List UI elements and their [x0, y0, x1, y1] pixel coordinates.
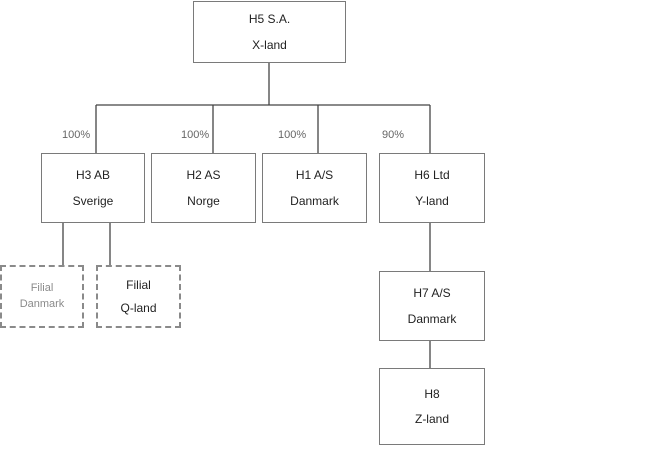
ownership-h6: 90%	[382, 129, 405, 141]
entity-name: H3 AB	[75, 168, 111, 183]
entity-country: X-land	[252, 37, 287, 52]
entity-name: H8	[424, 386, 440, 401]
entity-h6: H6 Ltd Y-land	[379, 153, 485, 223]
entity-name: H7 A/S	[413, 286, 451, 301]
entity-name: H5 S.A.	[248, 12, 291, 27]
branch-name: Filial	[30, 282, 54, 295]
entity-name: H6 Ltd	[414, 168, 450, 183]
entity-name: H2 AS	[186, 168, 221, 183]
ownership-h2: 100%	[181, 129, 210, 141]
branch-filial-qland: Filial Q-land	[96, 265, 181, 328]
entity-country: Y-land	[415, 193, 449, 208]
entity-h2: H2 AS Norge	[151, 153, 256, 223]
entity-country: Norge	[187, 193, 220, 208]
entity-h8: H8 Z-land	[379, 368, 485, 445]
entity-h7: H7 A/S Danmark	[379, 271, 485, 341]
entity-h5: H5 S.A. X-land	[193, 1, 346, 63]
entity-h3: H3 AB Sverige	[41, 153, 145, 223]
branch-country: Danmark	[19, 297, 65, 310]
ownership-h1: 100%	[278, 129, 307, 141]
branch-country: Q-land	[120, 300, 157, 315]
entity-h1: H1 A/S Danmark	[262, 153, 367, 223]
ownership-h3: 100%	[62, 129, 91, 141]
branch-name: Filial	[126, 278, 151, 293]
entity-country: Danmark	[407, 311, 457, 326]
entity-country: Danmark	[290, 193, 339, 208]
entity-country: Z-land	[414, 412, 449, 426]
branch-filial-danmark: Filial Danmark	[0, 265, 84, 328]
entity-country: Sverige	[72, 193, 114, 208]
entity-name: H1 A/S	[295, 168, 334, 183]
